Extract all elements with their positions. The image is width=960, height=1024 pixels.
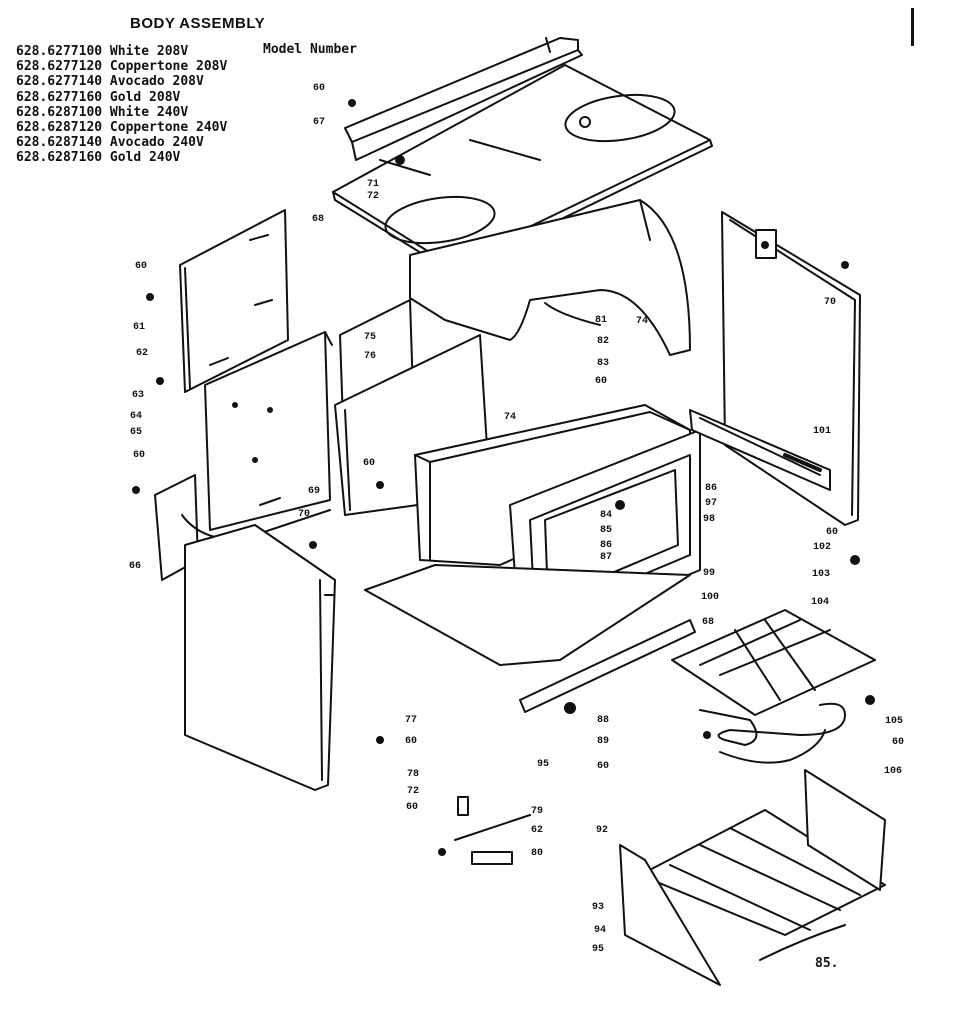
part-label: 77: [405, 715, 418, 726]
part-label: 95: [592, 944, 605, 955]
part-label: 74: [636, 316, 649, 327]
body-hood: [409, 199, 691, 356]
part-label: 60: [595, 376, 608, 387]
top-rail: [344, 37, 583, 161]
bottom-rail: [519, 619, 696, 714]
footer-note: 85.: [815, 956, 839, 971]
part-label: 88: [597, 715, 610, 726]
part-label: 70: [298, 509, 311, 520]
part-label: 68: [312, 214, 325, 225]
part-label: 84: [600, 510, 613, 521]
element-bracket: [689, 409, 831, 491]
part-label: 89: [597, 736, 610, 747]
model-item: 628.6287120 Coppertone 240V: [16, 120, 228, 136]
part-label: 72: [367, 191, 380, 202]
part-label: 106: [884, 766, 903, 777]
part-label: 70: [824, 297, 837, 308]
part-label: 60: [133, 450, 146, 461]
part-label: 83: [597, 358, 610, 369]
part-label: 81: [595, 315, 608, 326]
part-label: 61: [133, 322, 146, 333]
left-side-panel: [204, 331, 333, 531]
part-label: 99: [703, 568, 716, 579]
part-label: 60: [313, 83, 326, 94]
part-label: 62: [136, 348, 149, 359]
bake-element: [699, 702, 846, 764]
broil-element: [671, 609, 876, 716]
part-label: 60: [597, 761, 610, 772]
model-item: 628.6277140 Avocado 208V: [16, 74, 204, 90]
part-label: 74: [504, 412, 517, 423]
part-label: 87: [600, 552, 613, 563]
part-label: 67: [313, 117, 326, 128]
part-label: 60: [363, 458, 376, 469]
model-number-heading: Model Number: [263, 42, 357, 57]
part-label: 80: [531, 848, 544, 859]
model-list: 628.6277100 White 208V 628.6277120 Coppe…: [16, 44, 227, 166]
part-label: 60: [405, 736, 418, 747]
part-label: 103: [812, 569, 831, 580]
part-label: 60: [406, 802, 419, 813]
part-label: 98: [703, 514, 716, 525]
part-label: 101: [813, 426, 832, 437]
model-item: 628.6277160 Gold 208V: [16, 89, 181, 105]
part-label: 64: [130, 411, 143, 422]
part-label: 94: [594, 925, 607, 936]
corner-mark: [911, 8, 914, 46]
part-label: 85: [600, 525, 613, 536]
part-label: 78: [407, 769, 420, 780]
part-label: 102: [813, 542, 832, 553]
part-label: 86: [600, 540, 613, 551]
part-label: 63: [132, 390, 145, 401]
cooktop-panel: [332, 64, 713, 273]
part-label: 72: [407, 786, 420, 797]
part-label: 60: [826, 527, 839, 538]
part-label: 75: [364, 332, 377, 343]
part-label: 100: [701, 592, 720, 603]
part-label: 105: [885, 716, 904, 727]
part-label: 66: [129, 561, 142, 572]
part-label: 93: [592, 902, 605, 913]
model-item: 628.6287140 Avocado 240V: [16, 135, 204, 151]
part-label: 65: [130, 427, 143, 438]
right-side-panel: [721, 211, 861, 526]
model-item: 628.6287160 Gold 240V: [16, 150, 181, 166]
oven-floor: [364, 564, 691, 666]
diagram-title: BODY ASSEMBLY: [130, 15, 266, 32]
left-rear-panel: [179, 209, 289, 393]
part-label: 79: [531, 806, 544, 817]
part-label: 104: [811, 597, 830, 608]
front-door-panel: [184, 524, 336, 791]
model-item: 628.6277100 White 208V: [16, 44, 189, 59]
hinge-hardware: [438, 796, 531, 865]
part-label: 76: [364, 351, 377, 362]
part-label: 71: [367, 179, 380, 190]
screws: [132, 99, 875, 744]
part-label: 60: [892, 737, 905, 748]
part-label: 68: [702, 617, 715, 628]
model-item: 628.6277120 Coppertone 208V: [16, 59, 228, 75]
part-label: 69: [308, 486, 321, 497]
part-label: 92: [596, 825, 609, 836]
part-label: 60: [135, 261, 148, 272]
storage-drawer: [619, 769, 886, 986]
part-label: 95: [537, 759, 550, 770]
part-label: 62: [531, 825, 544, 836]
part-label: 82: [597, 336, 610, 347]
part-label: 86: [705, 483, 718, 494]
model-item: 628.6287100 White 240V: [16, 104, 189, 120]
part-label: 97: [705, 498, 718, 509]
